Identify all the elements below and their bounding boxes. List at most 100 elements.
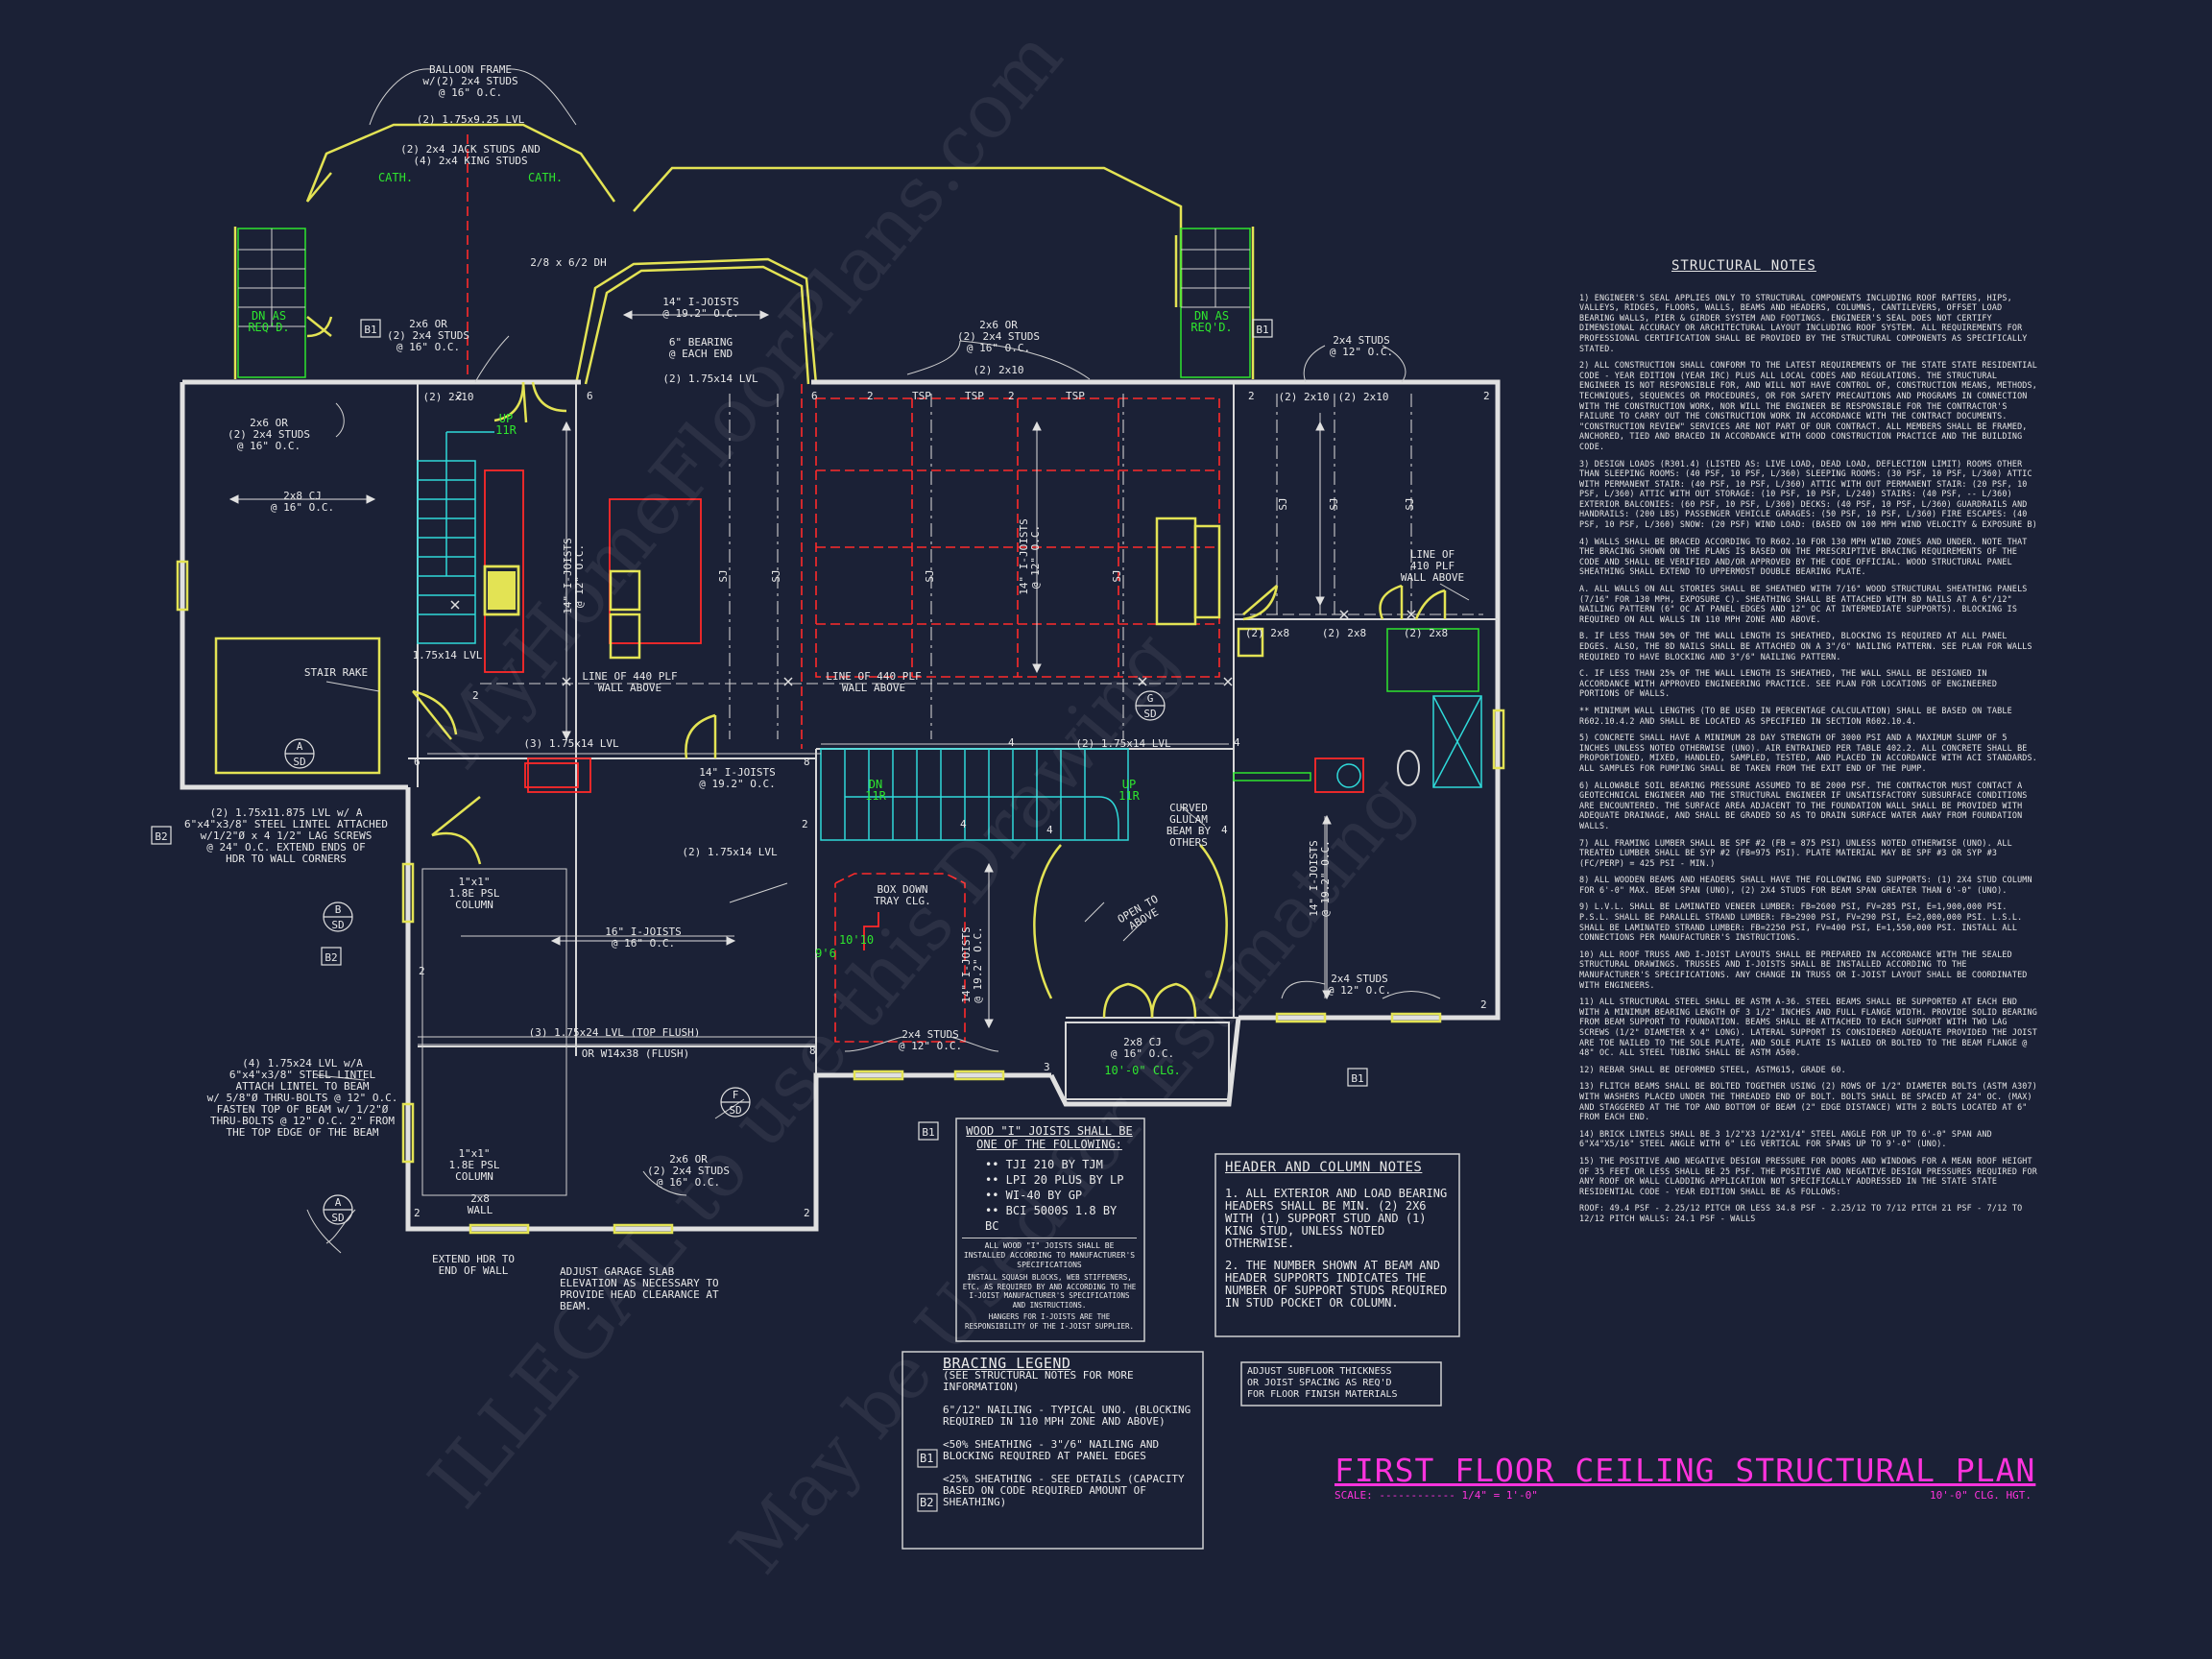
label-b2-b: B2 <box>325 951 337 964</box>
label-sec-g-sd: SD <box>1143 708 1156 720</box>
bracing-l1: 6"/12" NAILING - TYPICAL UNO. (BLOCKING … <box>943 1404 1191 1428</box>
bay-roof-outlines <box>233 123 1255 385</box>
label-stair-rake: STAIR RAKE <box>304 666 368 679</box>
svg-text:6: 6 <box>587 390 593 402</box>
structural-notes-list: 1) ENGINEER'S SEAL APPLIES ONLY TO STRUC… <box>1579 293 2040 1224</box>
svg-text:8: 8 <box>804 756 810 768</box>
label-joists-12a: 14" I-JOISTS@ 12" O.C. <box>562 538 586 613</box>
structural-note-item: 4) WALLS SHALL BE BRACED ACCORDING TO R6… <box>1579 536 2028 577</box>
label-w14: OR W14x38 (FLUSH) <box>582 1047 690 1060</box>
wood-joist-note1: ALL WOOD "I" JOISTS SHALL BE INSTALLED A… <box>963 1241 1136 1269</box>
label-lvl14-top: (2) 1.75x14 LVL <box>662 373 758 385</box>
structural-note-item: 14) BRICK LINTELS SHALL BE 3 1/2"x3 1/2"… <box>1579 1128 1992 1149</box>
label-lvl-top-flush: (3) 1.75x24 LVL (TOP FLUSH) <box>529 1026 701 1039</box>
label-cath-right: CATH. <box>528 171 563 184</box>
center-stair <box>820 748 1129 841</box>
label-cath-left: CATH. <box>378 171 413 184</box>
svg-text:2: 2 <box>802 818 808 830</box>
structural-note-item: ** MINIMUM WALL LENGTHS (TO BE USED IN P… <box>1579 705 2012 726</box>
label-joists-12b: 14" I-JOISTS@ 12" O.C. <box>1018 518 1042 594</box>
svg-text:4: 4 <box>960 818 967 830</box>
label-sec-b: B <box>335 903 342 916</box>
svg-text:2: 2 <box>867 390 874 402</box>
joist-arrows <box>228 310 1332 1029</box>
label-sec-a1: A <box>297 740 303 753</box>
label-b1-c: B1 <box>922 1126 934 1139</box>
bracing-legend: BRACING LEGEND (SEE STRUCTURAL NOTES FOR… <box>904 1354 1201 1547</box>
svg-text:8: 8 <box>809 1045 816 1057</box>
label-sj-5: SJ <box>1277 497 1289 510</box>
label-open-above: OPEN TOABOVE <box>1116 893 1166 936</box>
structural-note-item: c. IF LESS THAN 25% OF THE WALL LENGTH I… <box>1579 668 1998 699</box>
svg-text:2: 2 <box>456 390 463 402</box>
label-2x10-top: (2) 2x10 <box>974 364 1024 376</box>
structural-note-item: 1) ENGINEER'S SEAL APPLIES ONLY TO STRUC… <box>1579 292 2028 353</box>
label-dh: 2/8 x 6/2 DH <box>530 256 606 269</box>
bracing-l2: <50% SHEATHING - 3"/6" NAILING AND BLOCK… <box>943 1438 1160 1462</box>
label-2x10-r1: (2) 2x10 <box>1279 391 1330 403</box>
left-stair <box>417 431 494 644</box>
label-studs-dining: 2x4 STUDS@ 12" O.C. <box>899 1028 962 1052</box>
label-b1-b: B1 <box>1256 324 1268 336</box>
label-studs-great: 2x4 STUDS@ 12" O.C. <box>1328 973 1391 997</box>
label-clg-bay: 10'-0" CLG. <box>1104 1064 1180 1077</box>
label-b1-a: B1 <box>364 324 376 336</box>
label-sj-3: SJ <box>924 569 936 582</box>
label-ten-ten: 10'10 <box>839 933 874 947</box>
scale-label: SCALE: ------------ 1/4" = 1'-0" <box>1334 1489 1538 1502</box>
label-sj-1: SJ <box>717 569 730 582</box>
label-sec-a1-sd: SD <box>293 756 305 768</box>
svg-text:4: 4 <box>1234 736 1240 749</box>
svg-text:2: 2 <box>1248 390 1255 402</box>
label-cj-bay: 2x8 CJ@ 16" O.C. <box>1111 1036 1174 1060</box>
label-2x8-a: (2) 2x8 <box>1245 627 1289 639</box>
structural-note-item: 8) ALL WOODEN BEAMS AND HEADERS SHALL HA… <box>1579 875 2032 895</box>
svg-text:TSP: TSP <box>1066 390 1085 402</box>
label-sec-a2-sd: SD <box>331 1212 344 1224</box>
stair-top-right <box>1180 228 1251 378</box>
door-swings <box>306 316 1447 1019</box>
label-sj-6: SJ <box>1328 497 1340 510</box>
label-studs-garage-right: 2x6 OR(2) 2x4 STUDS@ 16" O.C. <box>647 1153 730 1189</box>
svg-text:4: 4 <box>1221 824 1228 836</box>
structural-note-item: 10) ALL ROOF TRUSS AND I-JOIST LAYOUTS S… <box>1579 949 2028 990</box>
bracing-heading: BRACING LEGEND <box>943 1355 1071 1372</box>
svg-text:2: 2 <box>1008 390 1015 402</box>
label-lvl14-low: (2) 1.75x14 LVL <box>682 846 778 858</box>
wood-joist-item: •• LPI 20 PLUS BY LP <box>985 1173 1124 1187</box>
bracing-sub: (SEE STRUCTURAL NOTES FOR MORE INFORMATI… <box>943 1369 1134 1393</box>
svg-text:6: 6 <box>414 756 421 768</box>
svg-text:3: 3 <box>1044 1061 1050 1073</box>
page-title: FIRST FLOOR CEILING STRUCTURAL PLAN <box>1334 1452 2036 1489</box>
structural-note-item: 15) THE POSITIVE AND NEGATIVE DESIGN PRE… <box>1579 1155 2038 1196</box>
label-b1-d: B1 <box>1351 1072 1363 1085</box>
label-garage-studs: 2x6 OR(2) 2x4 STUDS@ 16" O.C. <box>228 417 310 452</box>
structural-note-item: a. ALL WALLS ON ALL STORIES SHALL BE SHE… <box>1579 584 2028 624</box>
label-joists-great: 14" I-JOISTS@ 19.2" O.C. <box>1308 840 1332 916</box>
label-joists-top: 14" I-JOISTS@ 19.2" O.C. <box>662 296 738 320</box>
structural-note-item: 9) L.V.L. SHALL BE LAMINATED VENEER LUMB… <box>1579 902 2023 943</box>
label-2x8-b: (2) 2x8 <box>1322 627 1366 639</box>
wood-joist-heading: WOOD "I" JOISTS SHALL BE ONE OF THE FOLL… <box>966 1124 1133 1151</box>
windows <box>176 560 1505 1235</box>
curved-glulam <box>1033 844 1228 999</box>
svg-text:2: 2 <box>414 1207 421 1219</box>
wood-joist-box: WOOD "I" JOISTS SHALL BE ONE OF THE FOLL… <box>958 1120 1141 1339</box>
label-bearing: 6" BEARING@ EACH END <box>669 336 733 360</box>
header-notes-p1: 1. ALL EXTERIOR AND LOAD BEARING HEADERS… <box>1225 1187 1448 1250</box>
bracing-b2-tag: B2 <box>920 1496 934 1509</box>
